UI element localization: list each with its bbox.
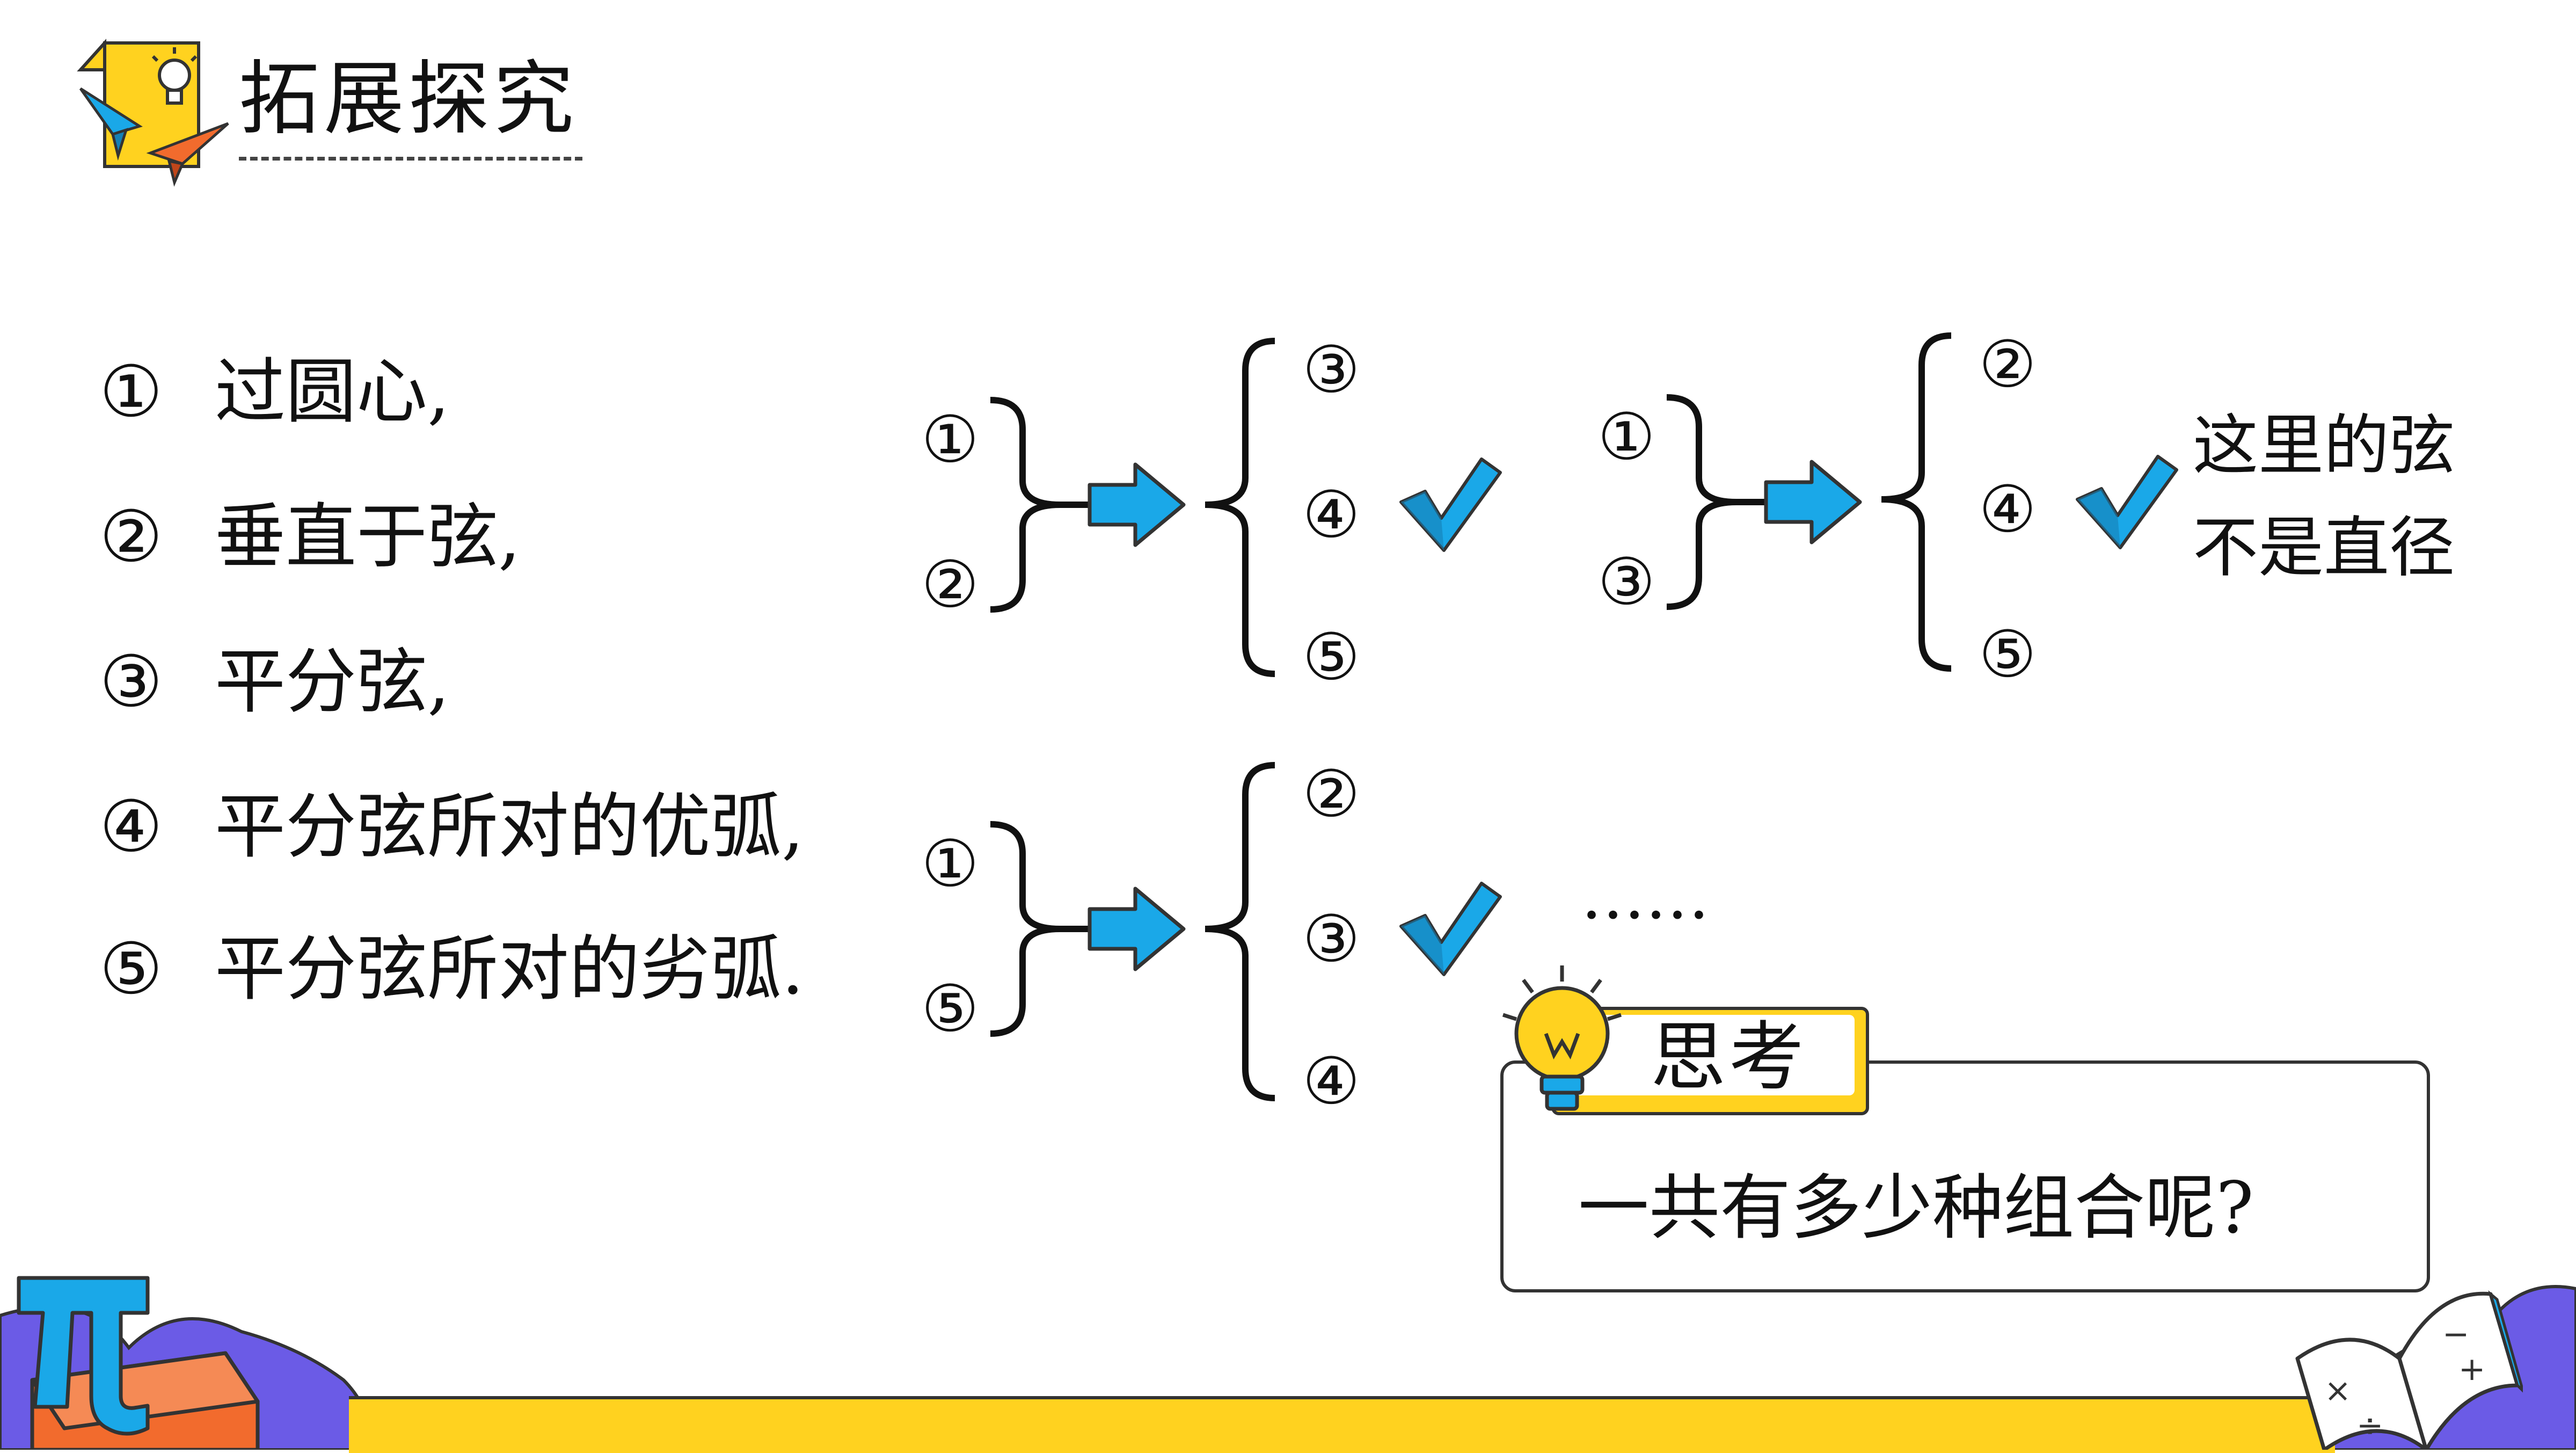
condition-number: ③	[99, 641, 163, 723]
svg-text:÷: ÷	[2356, 1407, 2383, 1444]
page-title: 拓展探究	[239, 53, 579, 146]
think-question: 一共有多少种组合呢?	[1578, 1167, 2254, 1249]
condition-number: ⑤	[99, 928, 163, 1011]
condition-text: 平分弦所对的劣弧.	[215, 928, 804, 1011]
note-line-2: 不是直径	[2193, 510, 2455, 586]
arrow-right-icon	[1764, 460, 1862, 544]
combo2-output: ②	[1979, 328, 2037, 402]
combo1-output: ⑤	[1302, 620, 1360, 695]
ellipsis: ……	[1581, 859, 1710, 934]
arrow-right-icon	[1088, 462, 1186, 547]
combo2-input: ③	[1597, 545, 1655, 620]
condition-text: 平分弦所对的优弧,	[215, 786, 804, 868]
combo2-output: ⑤	[1979, 617, 2037, 692]
note-line-1: 这里的弦	[2193, 408, 2455, 484]
book-icon: × ÷ − +	[2295, 1290, 2523, 1450]
condition-text: 过圆心,	[215, 351, 450, 433]
condition-2: ② 垂直于弦,	[99, 497, 521, 577]
condition-text: 平分弦,	[215, 641, 450, 723]
combo3-output: ③	[1302, 902, 1360, 977]
lightbulb-icon	[1502, 965, 1622, 1111]
combo2-input: ①	[1597, 400, 1655, 475]
svg-text:+: +	[2458, 1350, 2485, 1388]
combo2-output: ④	[1979, 473, 2037, 547]
arrow-right-icon	[1088, 887, 1186, 971]
svg-text:−: −	[2442, 1316, 2469, 1353]
left-brace-icon	[1205, 762, 1275, 1101]
left-brace-icon	[1881, 332, 1952, 672]
combo3-input: ⑤	[921, 972, 979, 1047]
right-brace-icon	[990, 397, 1090, 613]
combo1-input: ②	[921, 548, 979, 622]
condition-5: ⑤ 平分弦所对的劣弧.	[99, 929, 804, 1009]
condition-3: ③ 平分弦,	[99, 642, 450, 722]
think-title: 思考	[1651, 1014, 1808, 1101]
check-icon	[2076, 455, 2178, 549]
think-tab-inner	[1567, 1015, 1855, 1095]
condition-4: ④ 平分弦所对的优弧,	[99, 787, 804, 867]
right-brace-icon	[1666, 394, 1766, 610]
title-underline	[239, 157, 582, 161]
combo3-output: ④	[1302, 1044, 1360, 1119]
combo3-input: ①	[921, 827, 979, 902]
pi-icon	[17, 1276, 260, 1450]
condition-number: ②	[99, 496, 163, 578]
combo1-input: ①	[921, 403, 979, 477]
left-brace-icon	[1205, 338, 1275, 677]
header-logo-icon	[77, 39, 229, 187]
svg-text:×: ×	[2324, 1372, 2351, 1410]
right-brace-icon	[990, 821, 1090, 1037]
condition-number: ①	[99, 351, 163, 433]
condition-text: 垂直于弦,	[215, 496, 521, 578]
combo1-output: ④	[1302, 478, 1360, 553]
combo1-output: ③	[1302, 333, 1360, 408]
combo3-output: ②	[1302, 757, 1360, 832]
condition-1: ① 过圆心,	[99, 352, 450, 432]
check-icon	[1399, 457, 1502, 552]
condition-number: ④	[99, 786, 163, 868]
check-icon	[1399, 882, 1502, 976]
bottom-yellow-bar	[349, 1396, 2335, 1453]
